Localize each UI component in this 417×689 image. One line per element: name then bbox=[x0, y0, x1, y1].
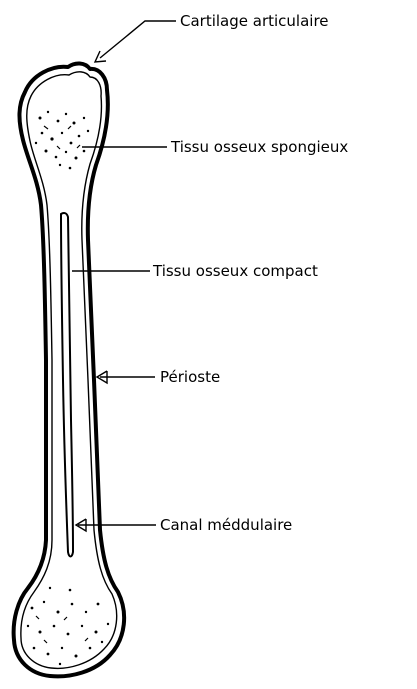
leader-perioste bbox=[97, 371, 155, 383]
label-perioste: Périoste bbox=[160, 368, 220, 386]
label-tissu-osseux-spongieux: Tissu osseux spongieux bbox=[171, 138, 348, 156]
label-cartilage-articulaire: Cartilage articulaire bbox=[180, 12, 329, 30]
label-canal-meddulaire: Canal méddulaire bbox=[160, 516, 292, 534]
label-tissu-osseux-compact: Tissu osseux compact bbox=[153, 262, 318, 280]
leader-cartilage bbox=[95, 21, 176, 62]
